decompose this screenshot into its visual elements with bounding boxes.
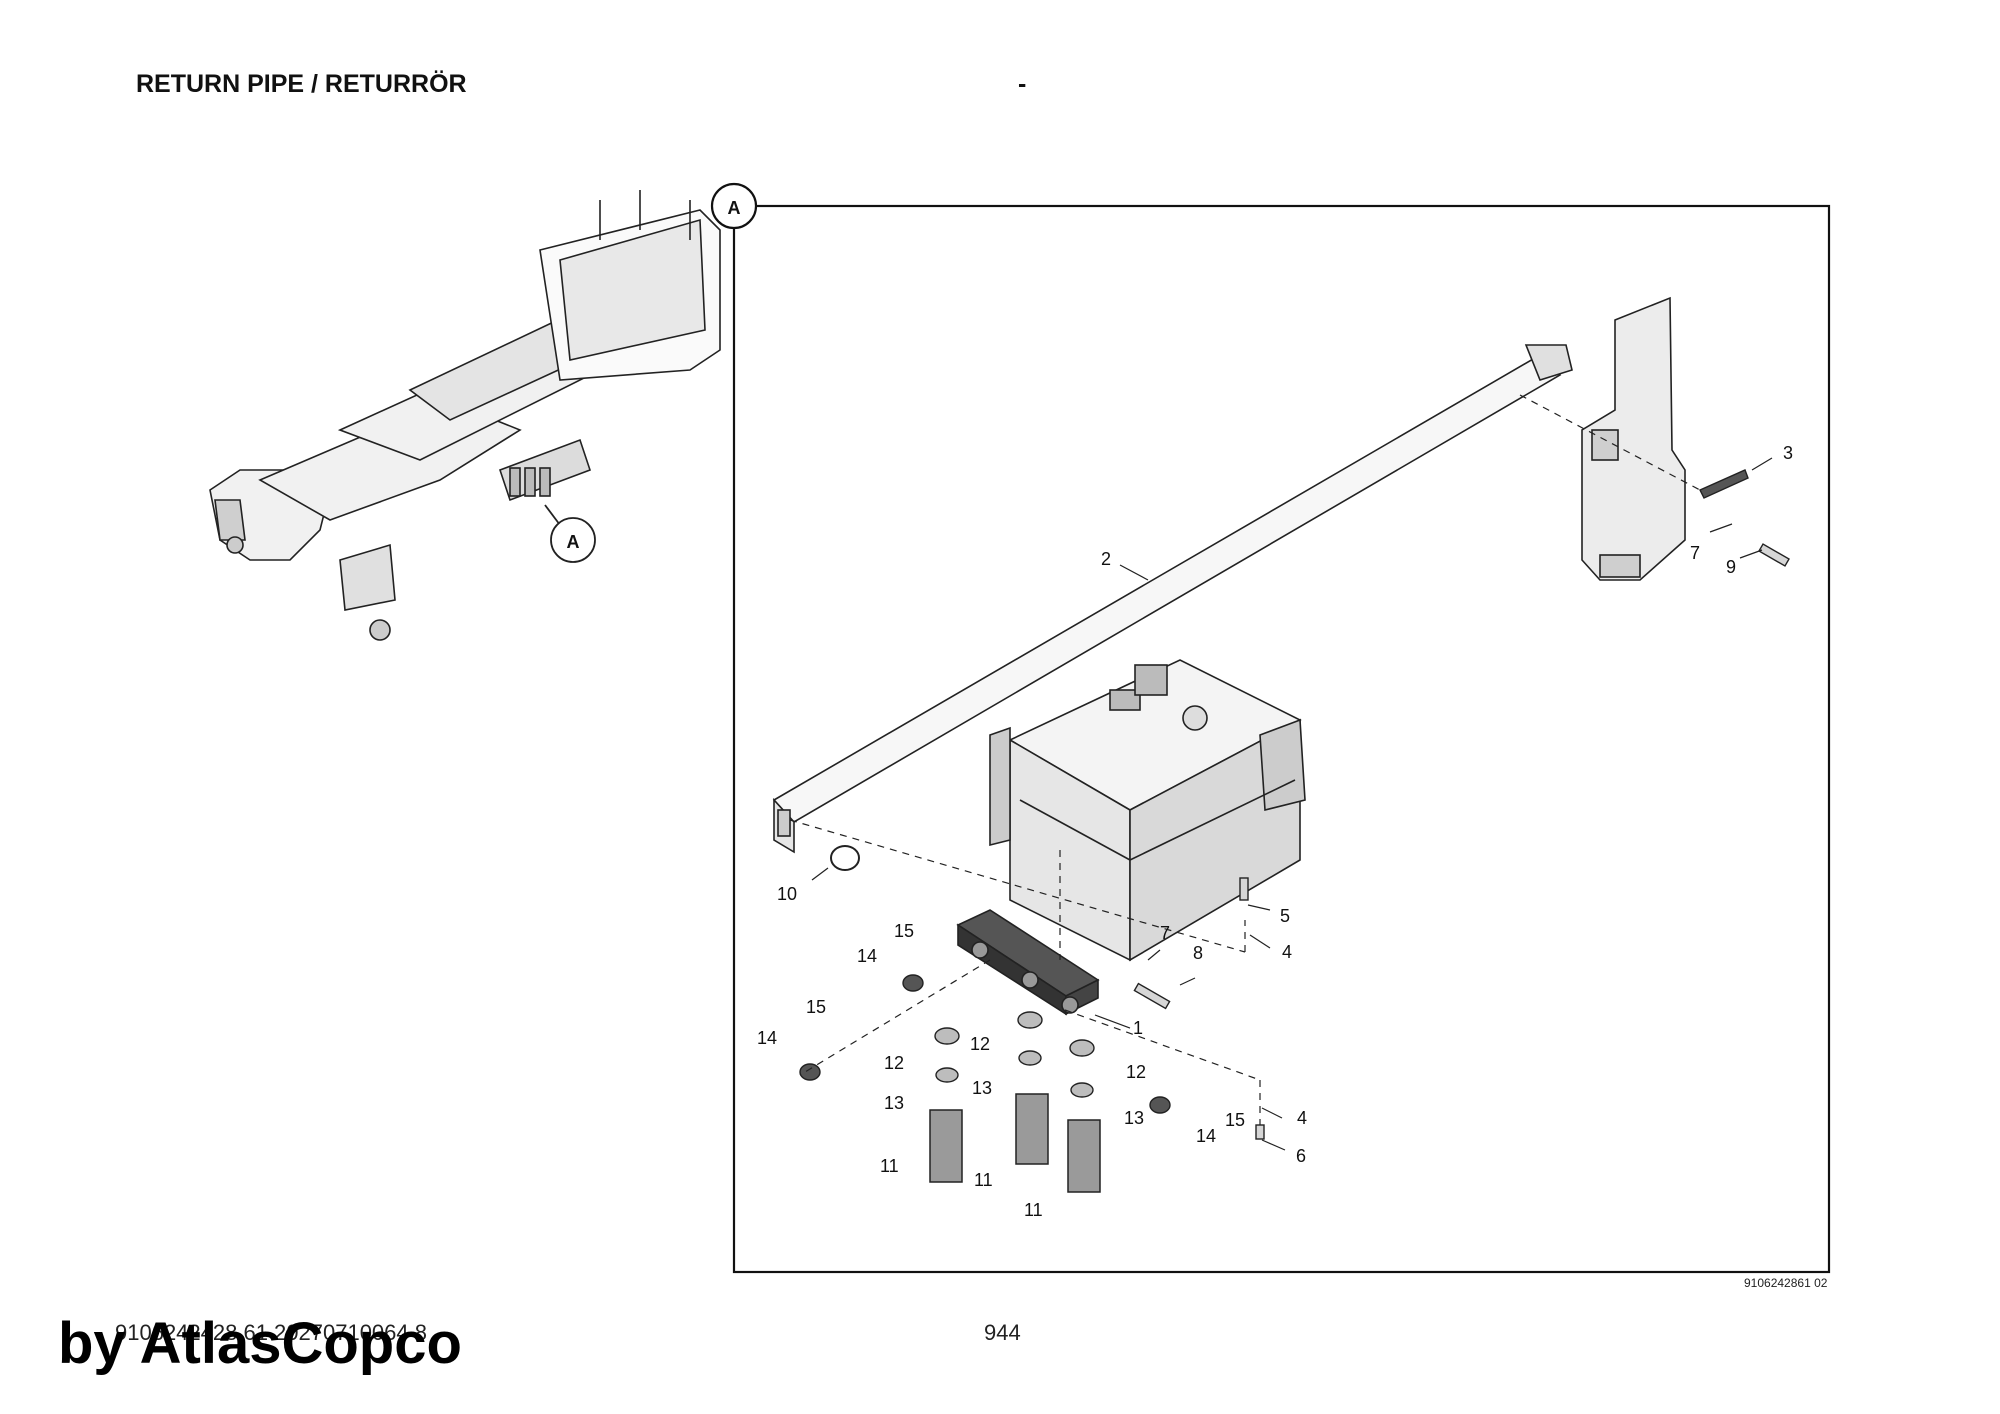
label-3: 3 (1783, 443, 1793, 463)
label-13c: 13 (1124, 1108, 1144, 1128)
label-14a: 14 (857, 946, 877, 966)
chassis-overview (209, 190, 721, 641)
document-number: 9106242861 02 (1744, 1276, 1828, 1290)
leader-lines (811, 457, 1773, 1151)
label-15c: 15 (1225, 1110, 1245, 1130)
label-4a: 4 (1282, 942, 1292, 962)
label-12a: 12 (884, 1053, 904, 1073)
brand-watermark: by AtlasCopco (58, 1311, 462, 1376)
detail-marker-label: A (728, 198, 741, 218)
valve-blocks (929, 1093, 1101, 1193)
label-15a: 15 (894, 921, 914, 941)
assembly-lines (789, 394, 1701, 1125)
label-13a: 13 (884, 1093, 904, 1113)
label-11a: 11 (880, 1156, 899, 1176)
label-11b: 11 (974, 1170, 993, 1190)
part-labels: 1 2 3 4 4 5 6 7 7 8 9 10 11 11 11 12 12 … (757, 443, 1793, 1220)
label-12b: 12 (970, 1034, 990, 1054)
label-7b: 7 (1160, 923, 1170, 943)
label-13b: 13 (972, 1078, 992, 1098)
page-title: RETURN PIPE / RETURRÖR (136, 70, 467, 98)
label-8: 8 (1193, 943, 1203, 963)
label-10: 10 (777, 884, 797, 904)
side-bracket (1581, 296, 1686, 581)
fittings (799, 974, 1171, 1114)
label-1: 1 (1133, 1018, 1143, 1038)
label-11c: 11 (1024, 1200, 1043, 1220)
label-15b: 15 (806, 997, 826, 1017)
label-4b: 4 (1297, 1108, 1307, 1128)
label-14c: 14 (1196, 1126, 1216, 1146)
overview-callout (544, 504, 596, 563)
manifold-block (956, 909, 1100, 1016)
overview-callout-label: A (567, 532, 580, 552)
label-14b: 14 (757, 1028, 777, 1048)
header-separator: - (1018, 70, 1027, 98)
label-12c: 12 (1126, 1062, 1146, 1082)
label-6: 6 (1296, 1146, 1306, 1166)
hydraulic-tank (989, 659, 1306, 962)
label-5: 5 (1280, 906, 1290, 926)
label-7a: 7 (1690, 543, 1700, 563)
label-9: 9 (1726, 557, 1736, 577)
reference-number: 9106242428 61 20270710064 8 (115, 1320, 427, 1345)
detail-frame (732, 204, 1831, 1274)
return-pipe (772, 344, 1573, 854)
detail-marker (710, 182, 758, 230)
page-number: 944 (984, 1320, 1021, 1345)
small-parts (830, 469, 1790, 1140)
label-2: 2 (1101, 549, 1111, 569)
